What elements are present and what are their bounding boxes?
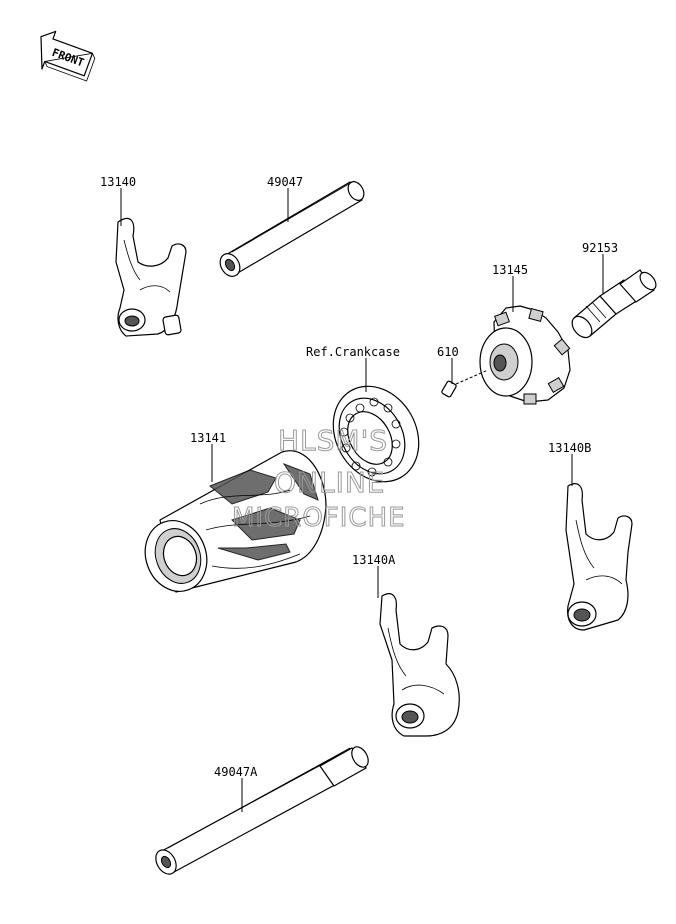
shift-fork-13140B[interactable] (565, 483, 633, 631)
label-13141[interactable]: 13141 (190, 431, 226, 445)
label-49047A[interactable]: 49047A (214, 765, 258, 779)
part-labels: 13140 49047 92153 13145 Ref.Crankcase 61… (100, 175, 618, 779)
label-ref-crankcase: Ref.Crankcase (306, 345, 400, 359)
watermark: HLSM'S ONLINE MICROFICHE (232, 424, 406, 534)
pin-610[interactable] (441, 369, 489, 398)
front-arrow-icon: FRONT (40, 30, 96, 82)
leader-lines (120, 188, 604, 812)
label-13140A[interactable]: 13140A (352, 553, 396, 567)
watermark-line-2: ONLINE (274, 466, 385, 499)
watermark-line-1: HLSM'S (278, 424, 388, 457)
watermark-line-3: MICROFICHE (232, 503, 406, 533)
shaft-49047A[interactable] (152, 744, 372, 878)
label-49047[interactable]: 49047 (267, 175, 303, 189)
shaft-49047[interactable] (216, 179, 367, 280)
label-92153[interactable]: 92153 (582, 241, 618, 255)
label-13145[interactable]: 13145 (492, 263, 528, 277)
bolt-92153[interactable] (568, 269, 659, 341)
cam-13145[interactable] (479, 305, 571, 405)
shift-fork-13140[interactable] (115, 217, 187, 337)
label-13140[interactable]: 13140 (100, 175, 136, 189)
bearing-ref-crankcase (332, 385, 420, 483)
label-610[interactable]: 610 (437, 345, 459, 359)
label-13140B[interactable]: 13140B (548, 441, 591, 455)
shift-drum-13141[interactable] (135, 450, 327, 600)
shift-fork-13140A[interactable] (379, 593, 460, 737)
